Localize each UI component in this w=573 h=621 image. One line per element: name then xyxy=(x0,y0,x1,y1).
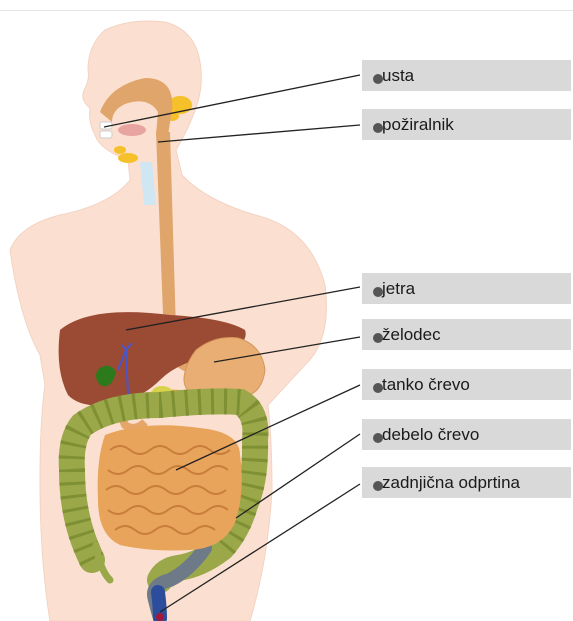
label-liver: jetra xyxy=(362,273,571,304)
label-text: želodec xyxy=(382,325,441,344)
bullet-icon xyxy=(373,433,383,443)
sublingual-gland xyxy=(118,153,138,163)
anus-opening xyxy=(156,613,164,621)
label-text: požiralnik xyxy=(382,115,454,134)
sublingual-gland xyxy=(114,146,126,154)
bullet-icon xyxy=(373,333,383,343)
bullet-icon xyxy=(373,123,383,133)
bullet-icon xyxy=(373,74,383,84)
bullet-icon xyxy=(373,383,383,393)
label-text: debelo črevo xyxy=(382,425,479,444)
label-mouth: usta xyxy=(362,60,571,91)
bullet-icon xyxy=(373,481,383,491)
label-small-intestine: tanko črevo xyxy=(362,369,571,400)
label-text: zadnjična odprtina xyxy=(382,473,520,492)
label-text: usta xyxy=(382,66,414,85)
tongue xyxy=(118,124,146,136)
bullet-icon xyxy=(373,287,383,297)
label-text: tanko črevo xyxy=(382,375,470,394)
small-intestine xyxy=(98,425,242,550)
label-text: jetra xyxy=(382,279,415,298)
teeth xyxy=(100,131,112,138)
label-anus: zadnjična odprtina xyxy=(362,467,571,498)
label-stomach: želodec xyxy=(362,319,571,350)
label-esophagus: požiralnik xyxy=(362,109,571,140)
label-large-intestine: debelo črevo xyxy=(362,419,571,450)
